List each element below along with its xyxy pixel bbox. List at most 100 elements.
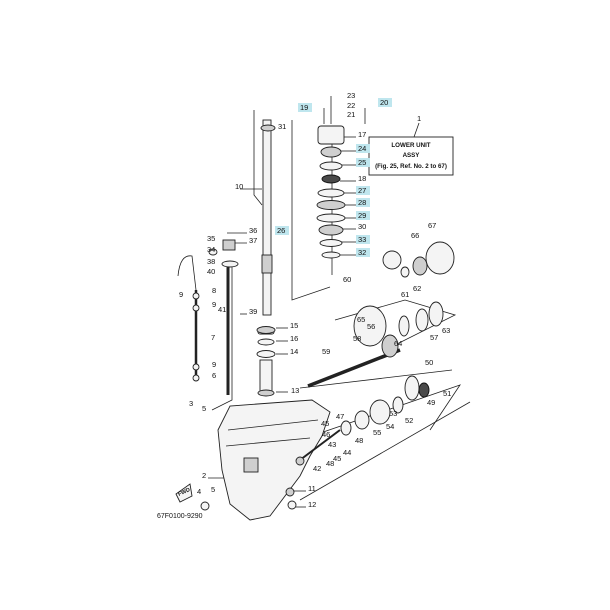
callout-label: 3 xyxy=(189,399,193,408)
callout-55: 55 xyxy=(373,428,381,437)
callout-56: 56 xyxy=(367,322,375,331)
callout-label: 5 xyxy=(202,404,206,413)
info-box-number: 1 xyxy=(417,114,421,123)
callout-label: 11 xyxy=(308,484,316,493)
callout-9: 9 xyxy=(212,300,216,309)
callout-48: 48 xyxy=(355,436,363,445)
callout-9: 9 xyxy=(179,290,183,299)
callout-label: 66 xyxy=(411,231,419,240)
callout-label: 4 xyxy=(197,487,201,496)
callout-31: 31 xyxy=(278,122,286,131)
callout-14: 14 xyxy=(290,347,298,356)
callout-23: 23 xyxy=(347,91,355,100)
callout-label: 59 xyxy=(322,347,330,356)
callout-label: 41 xyxy=(218,305,226,314)
callout-label: 45 xyxy=(333,454,341,463)
callout-label: 28 xyxy=(358,198,366,207)
callout-label: 55 xyxy=(373,428,381,437)
callout-6: 6 xyxy=(212,371,216,380)
callout-label: 63 xyxy=(442,326,450,335)
callout-label: 40 xyxy=(207,267,215,276)
callout-7: 7 xyxy=(211,333,215,342)
callout-highlight xyxy=(275,226,289,235)
callout-label: 10 xyxy=(235,182,243,191)
part-callouts: 2345567899910111213141516171819202122232… xyxy=(179,91,451,509)
callout-59: 59 xyxy=(322,347,330,356)
callout-label: 6 xyxy=(212,371,216,380)
callout-label: 37 xyxy=(249,236,257,245)
callout-33: 33 xyxy=(356,235,370,244)
callout-label: 17 xyxy=(358,130,366,139)
callout-highlight xyxy=(356,211,370,220)
callout-label: 58 xyxy=(353,334,361,343)
callout-46: 46 xyxy=(322,430,330,439)
callout-highlight xyxy=(356,235,370,244)
callout-42: 42 xyxy=(313,464,321,473)
callout-label: 15 xyxy=(290,321,298,330)
callout-40: 40 xyxy=(207,267,215,276)
callout-3: 3 xyxy=(189,399,193,408)
callout-label: 31 xyxy=(278,122,286,131)
callout-label: 9 xyxy=(212,300,216,309)
callout-8: 8 xyxy=(212,286,216,295)
callout-49: 49 xyxy=(427,398,435,407)
callout-label: 30 xyxy=(358,222,366,231)
callout-label: 14 xyxy=(290,347,298,356)
callout-label: 45 xyxy=(321,419,329,428)
callout-20: 20 xyxy=(378,98,392,107)
callout-label: 26 xyxy=(277,226,285,235)
callout-17: 17 xyxy=(358,130,366,139)
callout-label: 29 xyxy=(358,211,366,220)
callout-label: 51 xyxy=(443,389,451,398)
callout-label: 13 xyxy=(291,386,299,395)
callout-43: 43 xyxy=(328,440,336,449)
callout-label: 2 xyxy=(202,471,206,480)
callout-label: 27 xyxy=(358,186,366,195)
callout-label: 36 xyxy=(249,226,257,235)
callout-11: 11 xyxy=(308,484,316,493)
callout-highlight xyxy=(356,158,370,167)
callout-label: 62 xyxy=(413,284,421,293)
callout-label: 65 xyxy=(357,315,365,324)
callout-22: 22 xyxy=(347,101,355,110)
callout-24: 24 xyxy=(356,144,370,153)
callout-label: 48 xyxy=(326,459,334,468)
callout-39: 39 xyxy=(249,307,257,316)
callout-label: 46 xyxy=(322,430,330,439)
callout-label: 61 xyxy=(401,290,409,299)
callout-66: 66 xyxy=(411,231,419,240)
drive-shaft xyxy=(256,119,276,397)
callout-45: 45 xyxy=(333,454,341,463)
callout-highlight xyxy=(356,248,370,257)
callout-label: 18 xyxy=(358,174,366,183)
callout-58: 58 xyxy=(353,334,361,343)
callout-26: 26 xyxy=(275,226,289,235)
callout-label: 57 xyxy=(430,333,438,342)
callout-54: 54 xyxy=(386,422,394,431)
callout-63: 63 xyxy=(442,326,450,335)
callout-label: 5 xyxy=(211,485,215,494)
callout-53: 53 xyxy=(389,409,397,418)
callout-highlight xyxy=(298,103,312,112)
callout-38: 38 xyxy=(207,257,215,266)
callout-label: 19 xyxy=(300,103,308,112)
callout-label: 7 xyxy=(211,333,215,342)
callout-30: 30 xyxy=(358,222,366,231)
callout-label: 21 xyxy=(347,110,355,119)
callout-44: 44 xyxy=(343,448,351,457)
callout-label: 25 xyxy=(358,158,366,167)
callout-15: 15 xyxy=(290,321,298,330)
callout-10: 10 xyxy=(235,182,243,191)
callout-61: 61 xyxy=(401,290,409,299)
callout-16: 16 xyxy=(290,334,298,343)
lower-case-housing xyxy=(175,399,331,521)
callout-41: 41 xyxy=(218,305,226,314)
callout-label: 22 xyxy=(347,101,355,110)
water-pump-parts xyxy=(316,96,366,259)
callout-51: 51 xyxy=(443,389,451,398)
callout-label: 53 xyxy=(389,409,397,418)
callout-37: 37 xyxy=(249,236,257,245)
callout-36: 36 xyxy=(249,226,257,235)
callout-label: 42 xyxy=(313,464,321,473)
